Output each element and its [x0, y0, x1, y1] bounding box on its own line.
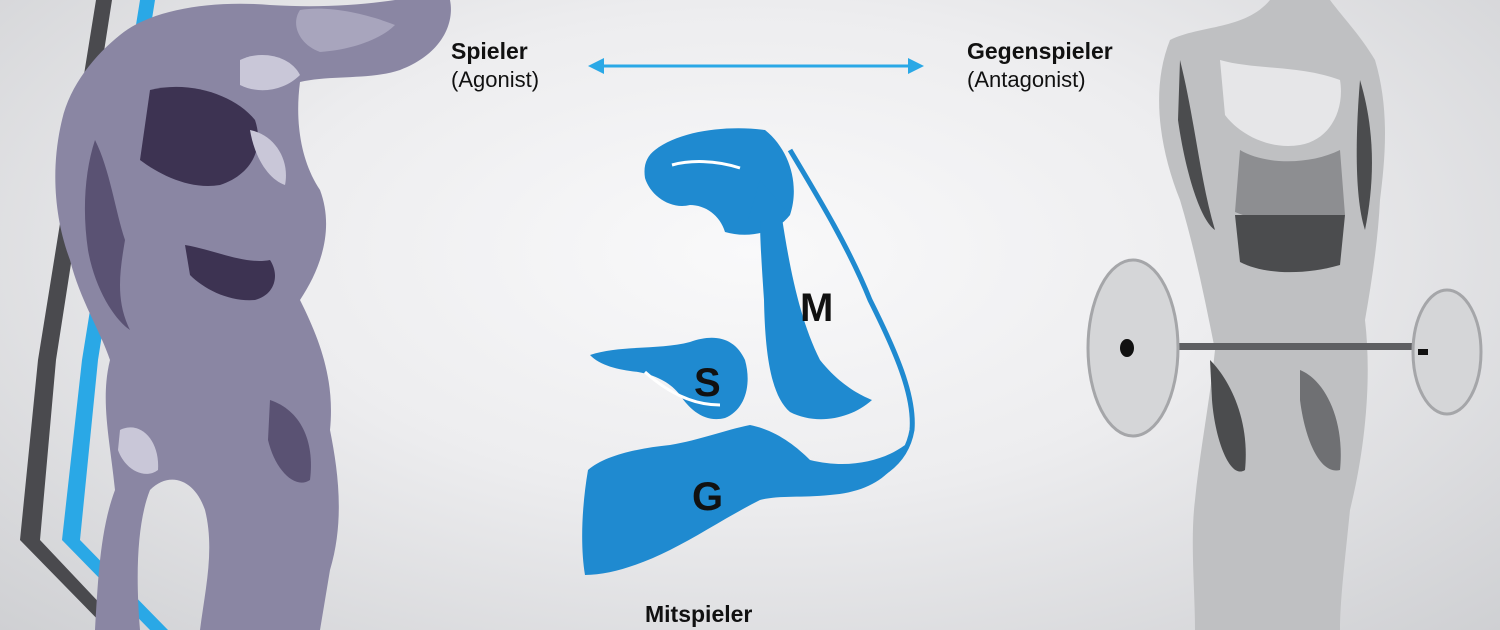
- agonist-label: Spieler (Agonist): [451, 36, 539, 94]
- muscle-letter-s: S: [694, 361, 721, 405]
- synergist-title: Mitspieler: [645, 601, 753, 627]
- barbell-lifter-illustration: [1086, 0, 1483, 630]
- double-arrow-icon: [588, 58, 924, 74]
- agonist-subtitle: (Agonist): [451, 67, 540, 92]
- antagonist-title: Gegenspieler: [967, 38, 1113, 64]
- muscle-letter-g: G: [692, 475, 724, 519]
- agonist-title: Spieler: [451, 38, 528, 64]
- antagonist-subtitle: (Antagonist): [967, 67, 1086, 92]
- synergist-label: Mitspieler: [645, 599, 752, 629]
- muscle-letter-m: M: [800, 286, 834, 330]
- bodybuilder-pose-illustration: [55, 0, 451, 630]
- flexed-arm-icon: [582, 128, 915, 575]
- antagonist-label: Gegenspieler (Antagonist): [967, 36, 1113, 94]
